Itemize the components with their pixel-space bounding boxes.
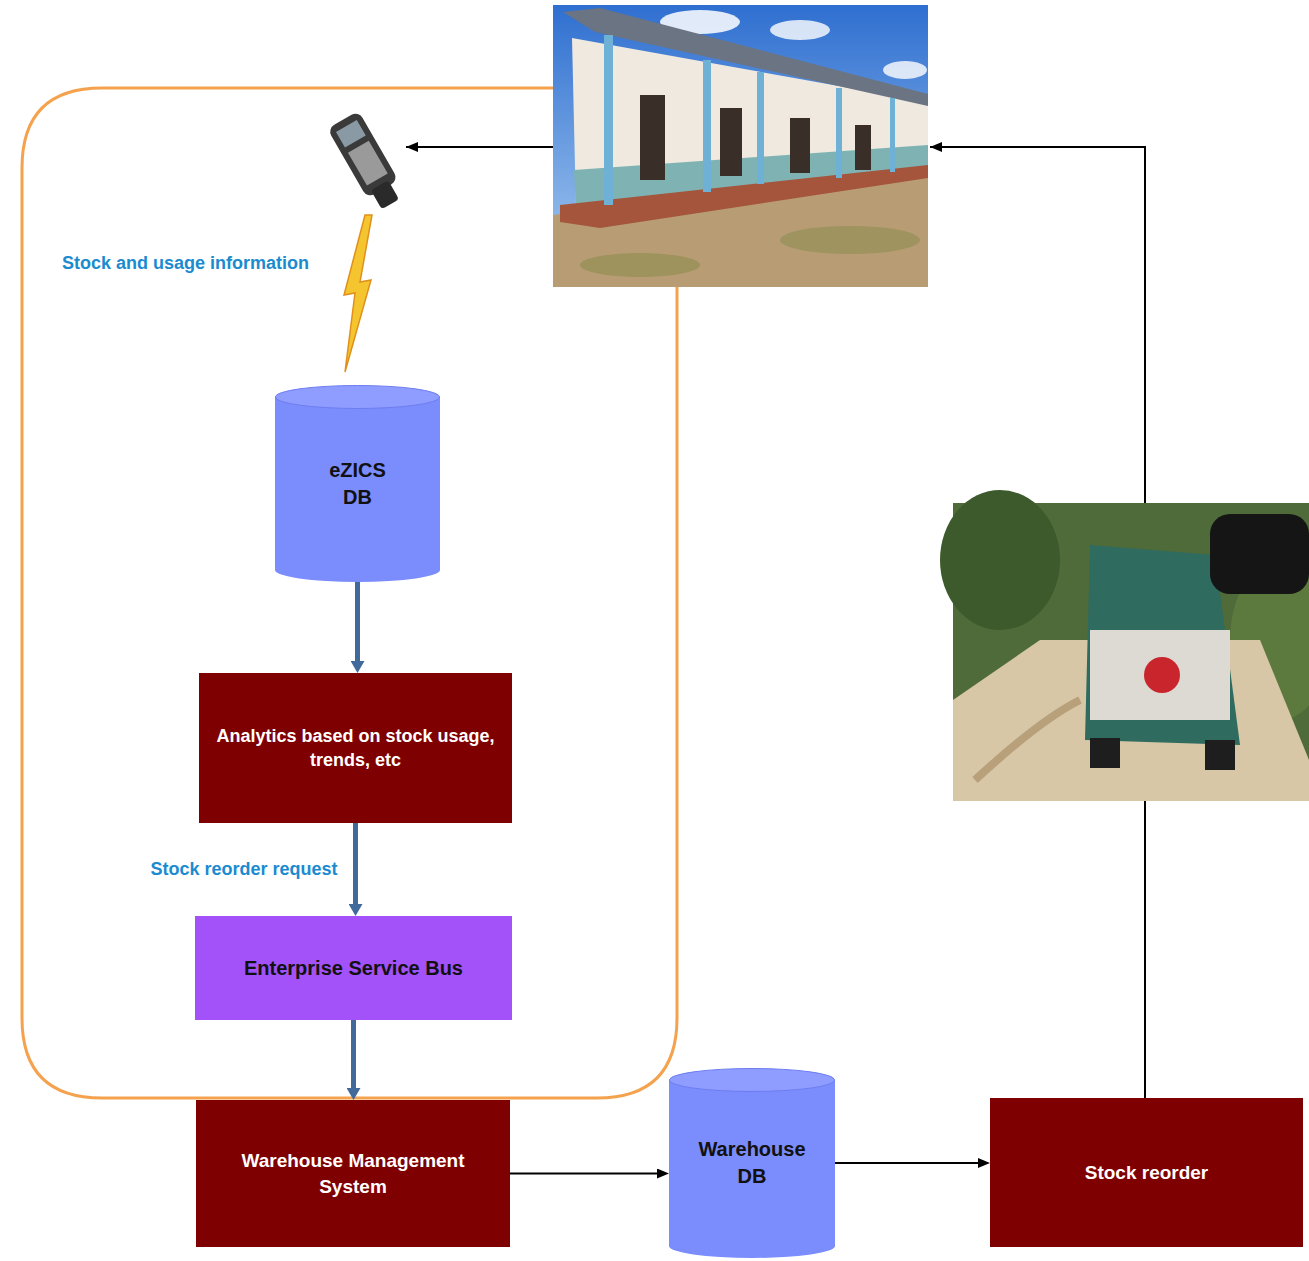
pillar	[757, 72, 764, 184]
cloud	[883, 61, 927, 79]
node-label: Enterprise Service Bus	[244, 955, 463, 982]
photo-sky	[553, 5, 928, 287]
cloud	[770, 20, 830, 40]
flow-arrow	[406, 146, 553, 148]
wheel	[1090, 738, 1120, 768]
node-label: Stock reorder	[1085, 1160, 1209, 1186]
flow-line	[1144, 801, 1146, 1098]
process-box: Stock reorder	[990, 1098, 1303, 1247]
node-label: Analytics based on stock usage, trends, …	[213, 724, 498, 773]
pillar	[890, 98, 895, 172]
process-box: Warehouse Management System	[196, 1100, 510, 1247]
foliage	[940, 490, 1060, 630]
node-label: Warehouse DB	[693, 1136, 811, 1190]
door	[640, 95, 665, 180]
cylinder-outline	[669, 1068, 835, 1258]
truck-logo	[1144, 657, 1180, 693]
database-cylinder: eZICS DB	[275, 385, 440, 582]
node-label: eZICS DB	[323, 457, 393, 511]
cylinder-top	[670, 1069, 835, 1092]
flow-arrow	[355, 582, 360, 661]
cylinder-body	[275, 397, 440, 582]
process-box: Enterprise Service Bus	[195, 916, 512, 1020]
pillar	[604, 35, 613, 205]
door	[720, 108, 742, 176]
database-cylinder: Warehouse DB	[669, 1068, 835, 1258]
door	[855, 125, 871, 170]
annotation-label: Stock and usage information	[60, 253, 311, 274]
grass-patch	[580, 253, 700, 277]
flow-arrow	[930, 147, 1145, 503]
pillar	[703, 60, 711, 192]
flow-arrow	[353, 823, 358, 904]
mirror	[1210, 514, 1309, 594]
wheel	[1205, 740, 1235, 770]
flow-arrow	[351, 1020, 356, 1088]
cylinder-top	[276, 386, 440, 409]
scanner-grip	[371, 180, 399, 209]
scanner-screen	[336, 120, 366, 148]
pillar	[836, 88, 842, 178]
door	[790, 118, 810, 173]
wireless-bolt	[344, 215, 372, 372]
truck-photo	[940, 490, 1309, 801]
clinic-photo	[553, 5, 928, 287]
flow-arrow	[510, 1173, 657, 1175]
cylinder-outline	[275, 385, 440, 582]
flow-arrow	[835, 1162, 978, 1164]
edge-label: Stock reorder request	[148, 859, 339, 880]
veranda-floor	[560, 165, 928, 228]
process-box: Analytics based on stock usage, trends, …	[199, 673, 512, 823]
cylinder-body	[669, 1080, 835, 1258]
node-label: Warehouse Management System	[210, 1148, 496, 1199]
roof	[563, 8, 928, 106]
handheld-scanner	[327, 111, 407, 213]
road-rut	[975, 700, 1080, 780]
grass-patch	[780, 226, 920, 254]
truck-back	[1090, 630, 1230, 720]
scanner-keypad	[348, 141, 388, 186]
